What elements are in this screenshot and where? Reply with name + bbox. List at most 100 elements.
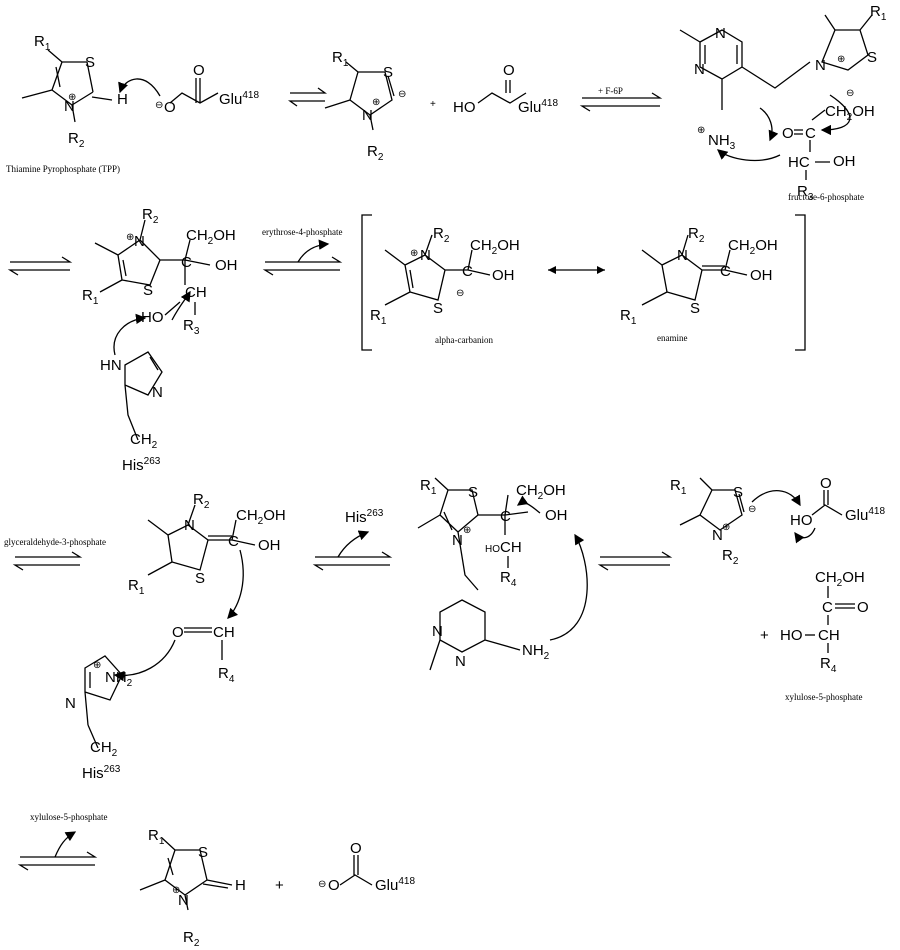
svg-text:NH2: NH2: [522, 642, 550, 662]
svg-text:HO: HO: [453, 99, 476, 116]
svg-text:C: C: [720, 263, 731, 280]
svg-text:N: N: [715, 25, 726, 42]
equilibrium-arrow-3: [7, 256, 73, 276]
alpha-carbanion-caption: alpha-carbanion: [435, 335, 493, 345]
right-bracket: [795, 214, 806, 351]
svg-text:Glu418: Glu418: [375, 876, 415, 894]
svg-text:S: S: [195, 570, 205, 587]
oxygen-label: O: [164, 99, 176, 116]
svg-text:R2: R2: [722, 547, 739, 567]
svg-text:OH: OH: [750, 267, 773, 284]
svg-text:CH2OH: CH2OH: [236, 507, 286, 527]
svg-text:CH2: CH2: [90, 739, 118, 759]
xylulose-product: CH2OH C O HO CH R4 +: [760, 569, 869, 675]
svg-text:O: O: [820, 475, 832, 492]
svg-text:⊖: ⊖: [846, 88, 854, 99]
svg-text:S: S: [198, 844, 208, 861]
svg-text:HO: HO: [141, 309, 164, 326]
svg-text:R3: R3: [183, 317, 200, 337]
covalent-adduct: N ⊕ R2 S R1 C CH2OH OH CH HO R3: [82, 206, 238, 337]
svg-text:NH3: NH3: [708, 132, 736, 152]
f6p-label: + F-6P: [598, 86, 623, 96]
svg-text:OH: OH: [492, 267, 515, 284]
svg-text:N: N: [815, 57, 826, 74]
svg-text:⊕: ⊕: [172, 885, 180, 896]
svg-text:R2: R2: [688, 225, 705, 245]
svg-text:R4: R4: [820, 655, 837, 675]
sulfur-label: S: [85, 54, 95, 71]
svg-text:N: N: [152, 384, 163, 401]
positive-charge: ⊕: [68, 92, 76, 103]
svg-text:O: O: [782, 125, 794, 142]
carbonyl-attack-arrow: [759, 107, 779, 142]
equilibrium-arrow-7: [597, 551, 673, 571]
svg-text:S: S: [383, 64, 393, 81]
svg-text:HO: HO: [485, 544, 500, 555]
svg-text:R4: R4: [500, 569, 517, 589]
nitrogen-label: N: [64, 98, 75, 115]
svg-text:N: N: [677, 247, 688, 264]
his263-base: HN N CH2 His263: [100, 313, 163, 474]
svg-text:O: O: [328, 877, 340, 894]
svg-text:R1: R1: [370, 307, 387, 327]
svg-text:HO: HO: [790, 512, 813, 529]
svg-text:CH: CH: [500, 539, 522, 556]
svg-text:H: H: [235, 877, 246, 894]
equilibrium-arrow-4: erythrose-4-phosphate: [262, 227, 342, 276]
svg-text:NH2: NH2: [105, 669, 133, 689]
svg-text:R1: R1: [332, 49, 349, 69]
svg-text:R2: R2: [367, 143, 384, 163]
svg-text:CH: CH: [213, 624, 235, 641]
svg-text:R1: R1: [670, 477, 687, 497]
svg-text:⊖: ⊖: [318, 879, 326, 890]
svg-text:N: N: [362, 107, 373, 124]
svg-text:R2: R2: [433, 225, 450, 245]
r2-label: R2: [68, 130, 85, 150]
enamine-g3p-attack: N R2 S R1 C CH2OH OH O CH R4: [113, 491, 286, 685]
svg-text:R2: R2: [142, 206, 159, 226]
svg-text:C: C: [822, 599, 833, 616]
svg-text:N: N: [178, 892, 189, 909]
svg-text:CH2OH: CH2OH: [516, 482, 566, 502]
left-bracket: [361, 214, 372, 351]
his263-protonated: ⊕ NH2 N CH2 His263: [65, 655, 133, 782]
svg-text:⊖: ⊖: [748, 504, 756, 515]
svg-text:OH: OH: [215, 257, 238, 274]
svg-text:N: N: [712, 527, 723, 544]
svg-text:R1: R1: [870, 3, 887, 23]
svg-text:CH: CH: [185, 284, 207, 301]
erythrose-caption: erythrose-4-phosphate: [262, 227, 342, 237]
svg-text:N: N: [452, 532, 463, 549]
svg-text:+: +: [760, 627, 769, 644]
svg-text:R1: R1: [620, 307, 637, 327]
svg-text:R2: R2: [183, 929, 200, 949]
svg-text:R1: R1: [148, 827, 165, 847]
svg-text:⊕: ⊕: [463, 525, 471, 536]
svg-text:S: S: [468, 484, 478, 501]
plus-sign: +: [430, 99, 436, 110]
svg-text:N: N: [432, 623, 443, 640]
svg-text:N: N: [455, 653, 466, 670]
svg-text:N: N: [420, 247, 431, 264]
equilibrium-arrow-5: glyceraldehyde-3-phosphate: [4, 537, 106, 571]
svg-text:R1: R1: [82, 287, 99, 307]
svg-text:+: +: [275, 877, 284, 894]
svg-text:⊕: ⊕: [722, 522, 730, 533]
svg-text:His263: His263: [122, 456, 161, 474]
svg-text:S: S: [867, 49, 877, 66]
equilibrium-arrow-1: [287, 87, 328, 107]
svg-text:CH2OH: CH2OH: [815, 569, 865, 589]
ketol-adduct: R1 S N ⊕ C CH2OH OH HO CH R4 N N NH2: [417, 477, 588, 671]
svg-text:O: O: [350, 840, 362, 857]
glu418-carboxylate: ⊖ O O Glu418: [118, 62, 259, 116]
svg-text:S: S: [143, 282, 153, 299]
svg-text:⊕: ⊕: [126, 232, 134, 243]
svg-text:His263: His263: [345, 508, 384, 526]
tpp-f6p-complex: N N N ⊕ S ⊖ R1 ⊕ NH3 O C CH2OH HC OH R3: [679, 3, 887, 203]
svg-text:Glu418: Glu418: [219, 90, 259, 108]
g3p-caption: glyceraldehyde-3-phosphate: [4, 537, 106, 547]
equilibrium-arrow-8: xylulose-5-phosphate: [17, 812, 107, 871]
svg-text:⊕: ⊕: [93, 660, 101, 671]
glu418-acid: HO O Glu418: [453, 62, 558, 116]
alpha-carbanion-structure: N ⊕ R2 S R1 C ⊖ CH2OH OH: [370, 225, 520, 327]
